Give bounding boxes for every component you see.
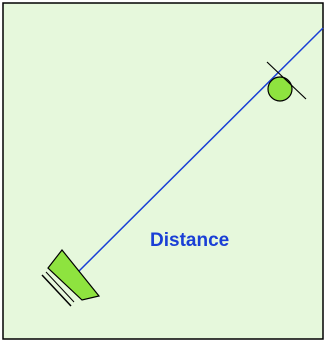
speaker-base xyxy=(41,274,72,307)
distance-line xyxy=(71,27,324,279)
distance-label: Distance xyxy=(150,230,229,251)
speaker-base-inner xyxy=(45,271,75,303)
diagram-background xyxy=(2,2,324,340)
speaker-icon xyxy=(41,249,101,307)
speaker-cone xyxy=(47,249,101,301)
target-circle xyxy=(267,76,293,102)
circle-target-icon xyxy=(266,61,307,102)
target-tangent xyxy=(266,61,307,100)
